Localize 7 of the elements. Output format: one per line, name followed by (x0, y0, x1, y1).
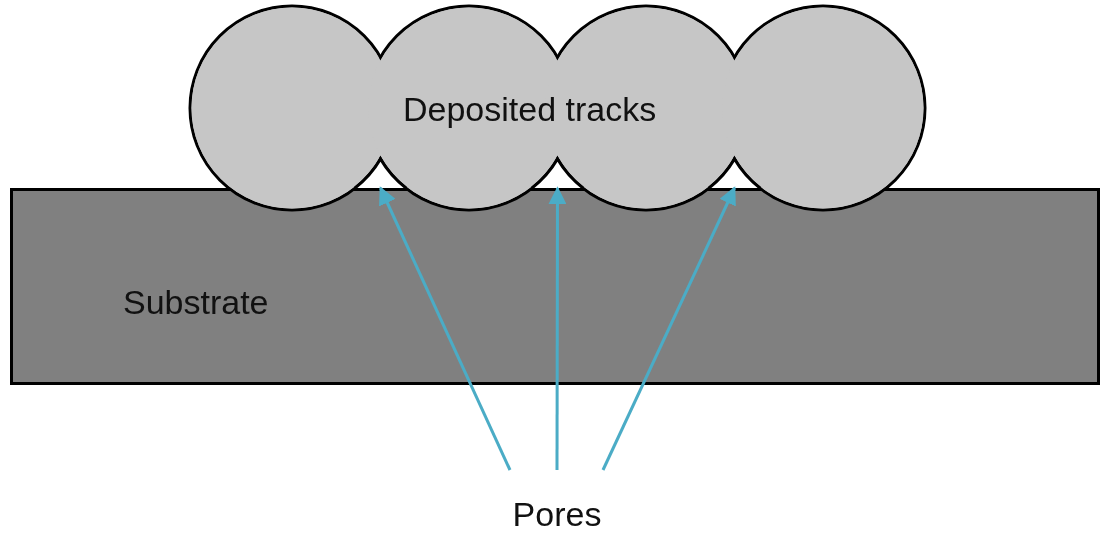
pores-label: Pores (511, 495, 603, 534)
leader-arrow (379, 186, 512, 471)
substrate-block (10, 188, 1100, 385)
leader-arrow (601, 186, 736, 471)
leader-arrow (548, 186, 567, 470)
tracks-label: Deposited tracks (403, 90, 657, 129)
substrate-label: Substrate (123, 283, 269, 322)
